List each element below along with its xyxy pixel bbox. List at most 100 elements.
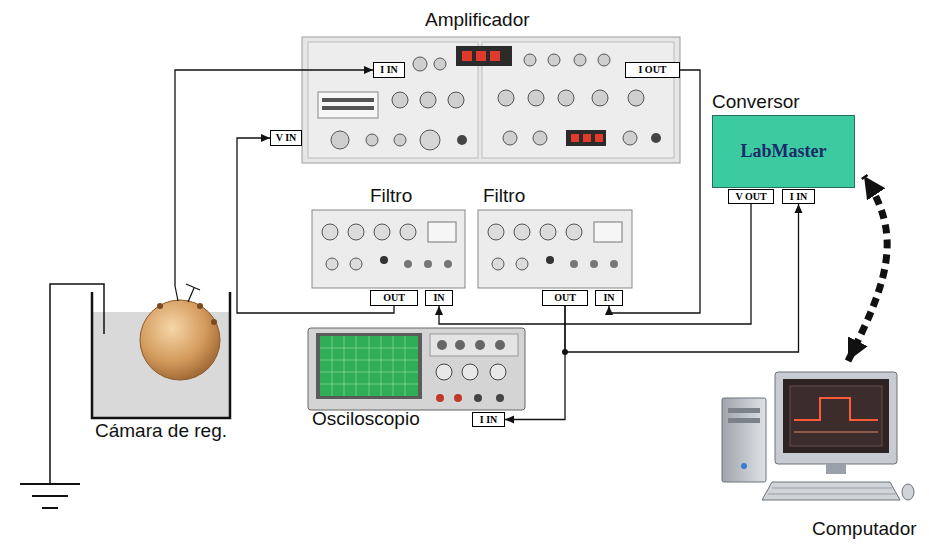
amplifier-panel-part bbox=[413, 57, 427, 71]
filter-panel-part bbox=[374, 224, 390, 240]
computer-picture-part bbox=[728, 408, 760, 413]
filter-panel-part bbox=[546, 256, 554, 264]
ground-symbol-part bbox=[50, 284, 104, 484]
device-title: Amplificador bbox=[425, 10, 530, 31]
brand-label: LabMaster bbox=[741, 141, 827, 162]
amplifier-panel-part bbox=[595, 134, 603, 142]
computer-picture-part bbox=[768, 488, 896, 494]
port-box: OUT bbox=[370, 290, 418, 306]
amplifier-panel-part bbox=[598, 54, 610, 66]
amplifier-panel-part bbox=[457, 135, 467, 145]
port-label: V IN bbox=[276, 133, 297, 143]
oscilloscope-body-part bbox=[462, 364, 478, 380]
device-node: Cámara de reg. bbox=[88, 286, 250, 444]
computer-picture-part bbox=[722, 398, 766, 482]
amplifier-panel-part bbox=[420, 130, 440, 150]
port-label: IN bbox=[433, 293, 444, 303]
port-label: I IN bbox=[480, 415, 498, 425]
amplifier-panel-part bbox=[574, 54, 586, 66]
filter-panel-part bbox=[400, 224, 416, 240]
filter-panel-part bbox=[428, 222, 456, 242]
device-node: ConversorLabMaster V OUT I IN bbox=[705, 90, 860, 205]
amplifier-panel-part bbox=[392, 92, 408, 108]
computer-picture-part bbox=[902, 484, 914, 500]
port-label: V OUT bbox=[735, 192, 766, 202]
filter-panel-part bbox=[444, 260, 452, 268]
amplifier-panel-part bbox=[476, 51, 486, 61]
amplifier-panel-part bbox=[651, 133, 661, 143]
filter-panel-part bbox=[404, 260, 412, 268]
recording-chamber-part bbox=[197, 303, 203, 309]
signal-wire bbox=[237, 138, 394, 313]
junction-dot bbox=[562, 349, 568, 355]
filter-panel-part bbox=[478, 210, 632, 288]
filter-panel-part bbox=[594, 222, 622, 242]
port-box: IN bbox=[595, 290, 623, 306]
filter-panel-part bbox=[610, 260, 618, 268]
filter-panel-part bbox=[312, 210, 465, 288]
filter-panel-part bbox=[326, 258, 338, 270]
amplifier-panel-part bbox=[592, 90, 608, 106]
amplifier-panel-part bbox=[558, 90, 574, 106]
recording-chamber-part bbox=[175, 286, 178, 301]
computer-picture-part bbox=[783, 379, 889, 453]
recording-chamber-part bbox=[92, 292, 230, 418]
signal-wire bbox=[175, 70, 373, 286]
computer-picture-part bbox=[794, 398, 878, 420]
filter-panel bbox=[478, 210, 632, 288]
port-box: OUT bbox=[542, 290, 588, 306]
filter-panel-part bbox=[380, 256, 388, 264]
amplifier-panel-part bbox=[302, 37, 680, 163]
device-node: OsciloscopioI IN bbox=[308, 326, 525, 430]
amplifier-panel-part bbox=[533, 131, 547, 145]
port-box: V OUT bbox=[728, 189, 774, 204]
amplifier-panel-part bbox=[322, 106, 374, 110]
computer-picture-part bbox=[728, 418, 760, 423]
computer-picture-part bbox=[775, 372, 897, 464]
oscilloscope-body-part bbox=[308, 328, 525, 410]
amplifier-panel-part bbox=[394, 134, 406, 146]
filter-panel bbox=[312, 210, 465, 288]
port-box: IN bbox=[425, 290, 453, 306]
device-node: Amplificador I IN V IN I OUT bbox=[268, 8, 682, 165]
oscilloscope-body-part bbox=[454, 394, 462, 402]
amplifier-panel bbox=[302, 37, 680, 163]
oscilloscope-body-part bbox=[320, 336, 418, 396]
device-node: FiltroOUT IN bbox=[478, 184, 632, 306]
computer-picture bbox=[722, 372, 914, 500]
converter-box: LabMaster bbox=[712, 115, 855, 188]
device-title: Filtro bbox=[483, 186, 525, 207]
oscilloscope-body-part bbox=[430, 334, 518, 356]
computer-picture-part bbox=[762, 482, 900, 500]
amplifier-panel-part bbox=[528, 90, 544, 106]
filter-panel-part bbox=[566, 224, 582, 240]
port-label: I IN bbox=[790, 192, 808, 202]
port-label: OUT bbox=[383, 293, 405, 303]
amplifier-panel-part bbox=[503, 131, 517, 145]
amplifier-panel-part bbox=[322, 98, 374, 102]
device-node: Computador bbox=[715, 365, 920, 550]
recording-chamber-part bbox=[186, 284, 200, 290]
port-label: I OUT bbox=[638, 65, 666, 75]
signal-wire bbox=[505, 306, 565, 420]
port-box: I OUT bbox=[625, 62, 680, 78]
device-title: Conversor bbox=[712, 92, 800, 113]
oscilloscope-body-part bbox=[495, 340, 505, 350]
amplifier-panel-part bbox=[308, 42, 478, 158]
data-link bbox=[848, 176, 887, 361]
amplifier-panel-part bbox=[366, 134, 378, 146]
oscilloscope-body-part bbox=[490, 364, 506, 380]
oscilloscope-body-part bbox=[437, 340, 447, 350]
amplifier-panel-part bbox=[434, 58, 446, 70]
filter-panel-part bbox=[350, 258, 362, 270]
device-node: FiltroOUTIN bbox=[312, 184, 465, 306]
port-label: IN bbox=[603, 293, 614, 303]
signal-wire bbox=[439, 204, 751, 324]
port-box: I IN bbox=[373, 62, 405, 78]
filter-panel-part bbox=[514, 224, 530, 240]
oscilloscope-body-part bbox=[496, 394, 504, 402]
oscilloscope-body bbox=[308, 328, 525, 410]
amplifier-panel-part bbox=[462, 51, 472, 61]
amplifier-panel-part bbox=[524, 54, 536, 66]
oscilloscope-body-part bbox=[436, 394, 444, 402]
